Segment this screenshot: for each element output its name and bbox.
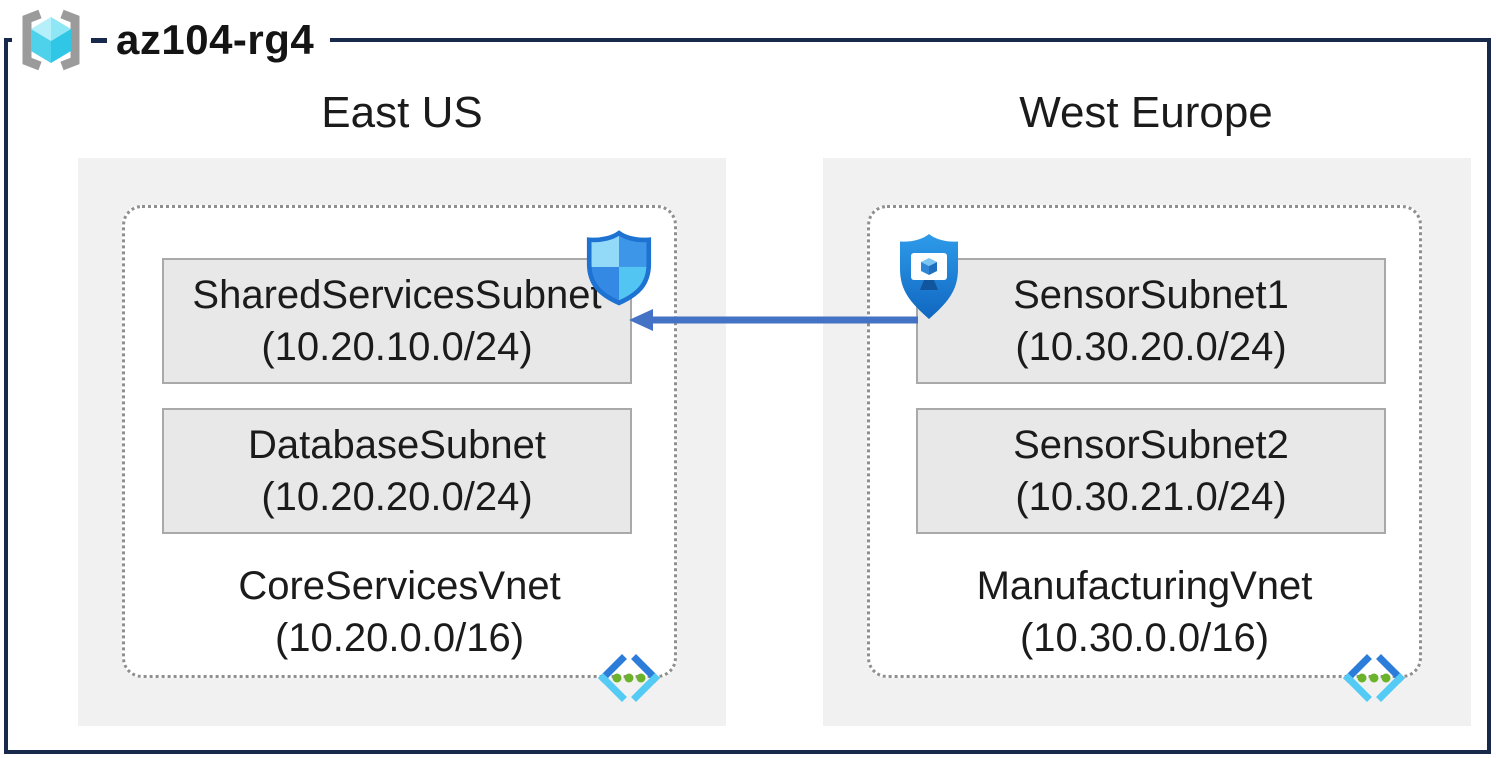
resource-group-icon xyxy=(22,9,80,71)
title-connector-line xyxy=(91,37,107,43)
nsg-shield-icon xyxy=(586,230,652,306)
subnet-cidr: (10.30.20.0/24) xyxy=(1015,325,1287,369)
vnet-cidr: (10.20.0.0/16) xyxy=(274,616,525,660)
resource-group-frame xyxy=(4,38,1491,754)
region-title-east-us: East US xyxy=(321,88,483,137)
region-box-west-europe: SensorSubnet1 (10.30.20.0/24) SensorSubn… xyxy=(823,158,1471,726)
subnet-box-sensorsubnet1: SensorSubnet1 (10.30.20.0/24) xyxy=(916,258,1386,384)
virtual-network-icon xyxy=(1343,654,1405,702)
subnet-cidr: (10.30.21.0/24) xyxy=(1015,475,1287,519)
vnet-label: ManufacturingVnet (10.30.0.0/16) xyxy=(870,560,1419,664)
vnet-box-coreservicesvnet: SharedServicesSubnet (10.20.10.0/24) Dat… xyxy=(122,205,677,702)
region-box-east-us: SharedServicesSubnet (10.20.10.0/24) Dat… xyxy=(78,158,726,726)
vnet-name: ManufacturingVnet xyxy=(976,564,1313,608)
subnet-box-sharedservicessubnet: SharedServicesSubnet (10.20.10.0/24) xyxy=(162,258,632,384)
subnet-box-sensorsubnet2: SensorSubnet2 (10.30.21.0/24) xyxy=(916,408,1386,534)
virtual-network-icon xyxy=(598,654,660,702)
vnet-name: CoreServicesVnet xyxy=(238,564,561,608)
peering-arrow-icon xyxy=(629,309,918,331)
resource-group-title: az104-rg4 xyxy=(12,8,331,72)
subnet-name: SensorSubnet2 xyxy=(1013,423,1289,467)
subnet-name: DatabaseSubnet xyxy=(247,423,546,467)
vnet-box-manufacturingvnet: SensorSubnet1 (10.30.20.0/24) SensorSubn… xyxy=(867,205,1422,702)
region-title-west-europe: West Europe xyxy=(1019,88,1273,137)
subnet-cidr: (10.20.20.0/24) xyxy=(261,475,533,519)
subnet-name: SensorSubnet1 xyxy=(1013,273,1289,317)
vnet-cidr: (10.30.0.0/16) xyxy=(1019,616,1270,660)
resource-group-name: az104-rg4 xyxy=(116,16,315,63)
subnet-box-databasesubnet: DatabaseSubnet (10.20.20.0/24) xyxy=(162,408,632,534)
bastion-shield-icon xyxy=(900,234,958,319)
vnet-label: CoreServicesVnet (10.20.0.0/16) xyxy=(125,560,674,664)
subnet-cidr: (10.20.10.0/24) xyxy=(261,325,533,369)
subnet-name: SharedServicesSubnet xyxy=(192,273,602,317)
